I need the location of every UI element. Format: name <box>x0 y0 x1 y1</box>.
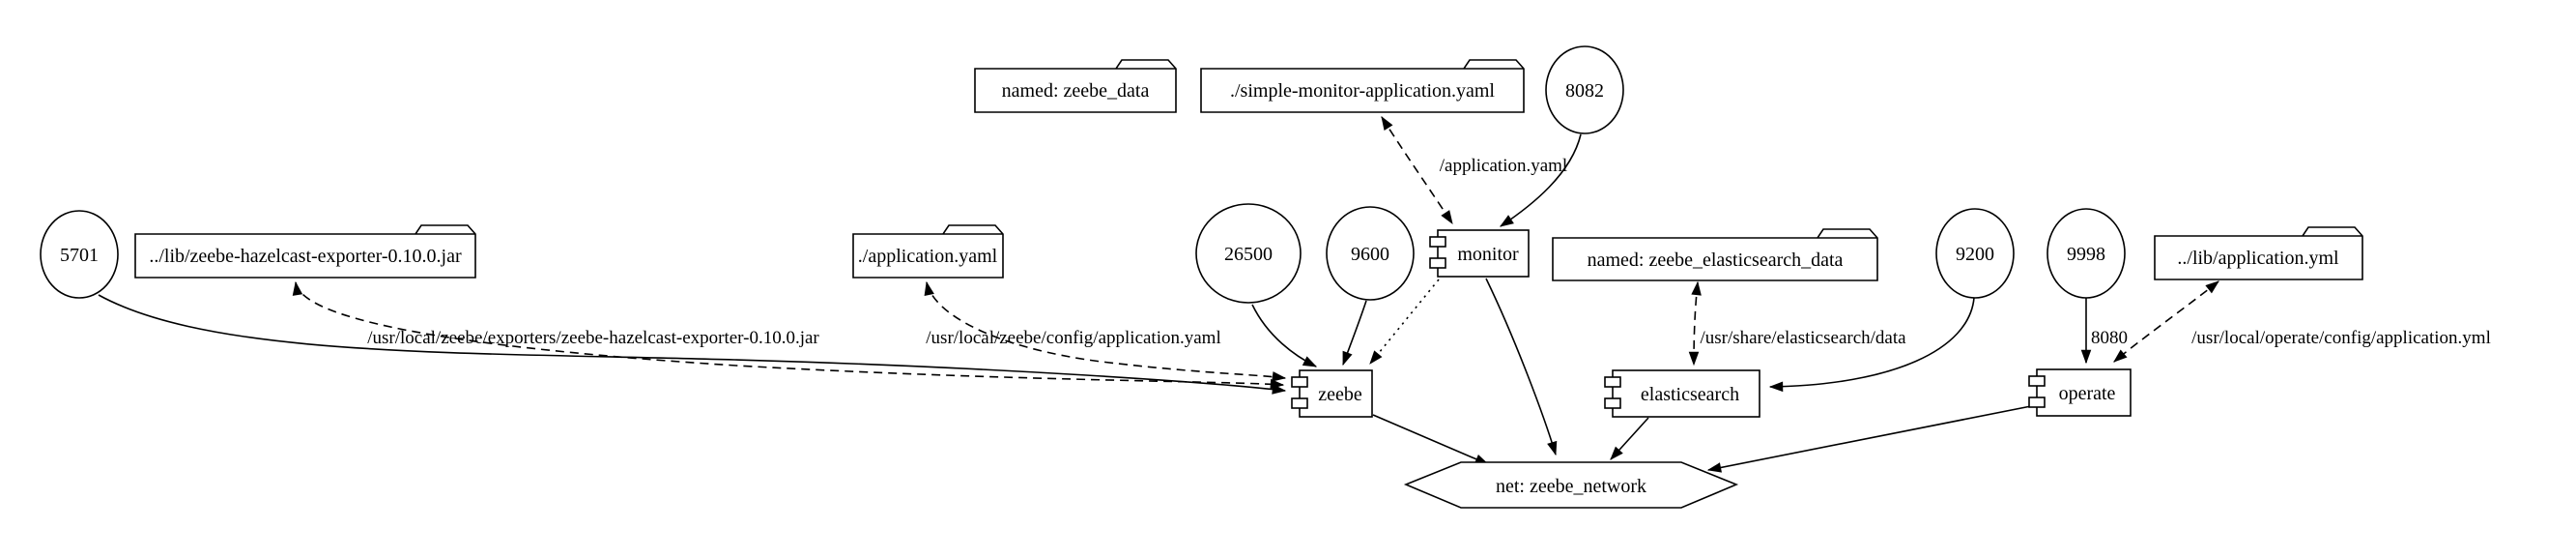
zeebe-label: zeebe <box>1318 384 1362 405</box>
monitor-label: monitor <box>1457 244 1519 265</box>
volume-node-simple-monitor-yaml: ./simple-monitor-application.yaml <box>1200 59 1525 113</box>
simple-monitor-yaml-folder-icon <box>1200 59 1525 113</box>
operate-connector-bottom-icon <box>2028 396 2046 408</box>
port-node-9998: 9998 <box>2046 208 2126 299</box>
port-5701-ellipse <box>40 210 119 299</box>
port-26500-label: 26500 <box>1224 244 1273 265</box>
edge-operate-application-yml <box>2113 280 2219 363</box>
port-8082-ellipse <box>1545 45 1624 134</box>
edge-monitor-network <box>1485 278 1558 456</box>
volume-node-application-yaml: ./application.yaml <box>852 224 1004 279</box>
operate-application-yml-label: ../lib/application.yml <box>2177 248 2339 269</box>
port-8082-label: 8082 <box>1565 80 1604 102</box>
port-9998-ellipse <box>2046 208 2126 299</box>
port-node-8082: 8082 <box>1545 45 1624 134</box>
volume-node-zeebe-elasticsearch-data: named: zeebe_elasticsearch_data <box>1552 228 1878 281</box>
simple-monitor-yaml-label: ./simple-monitor-application.yaml <box>1230 80 1495 102</box>
edge-label-zeebe-exporter-mount: /usr/local/zeebe/exporters/zeebe-hazelca… <box>367 328 819 348</box>
service-node-monitor: monitor <box>1429 229 1530 278</box>
zeebe-elasticsearch-data-label: named: zeebe_elasticsearch_data <box>1588 250 1844 271</box>
application-yaml-label: ./application.yaml <box>858 246 998 267</box>
edge-label-operate-port-mapping: 8080 <box>2091 328 2128 348</box>
monitor-box <box>1437 229 1530 278</box>
zeebe-connector-top-icon <box>1291 376 1308 388</box>
edge-port9600-zeebe <box>1342 300 1367 367</box>
edge-zeebe-exporter-jar <box>292 280 1285 390</box>
network-node-zeebe-network: net: zeebe_network <box>1403 461 1739 509</box>
port-9600-label: 9600 <box>1351 244 1389 265</box>
edge-operate-network <box>1706 404 2037 473</box>
zeebe-elasticsearch-data-folder-icon <box>1552 228 1878 281</box>
edge-monitor-simple-monitor-yaml <box>1381 115 1453 225</box>
edges <box>98 115 2219 473</box>
operate-connector-top-icon <box>2028 375 2046 387</box>
port-node-26500: 26500 <box>1195 203 1302 304</box>
exporter-jar-folder-icon <box>134 224 476 279</box>
port-26500-ellipse <box>1195 203 1302 304</box>
edge-labels: /usr/local/zeebe/exporters/zeebe-hazelca… <box>367 156 2491 348</box>
edge-label-monitor-config-mount: /application.yaml <box>1440 156 1567 176</box>
zeebe-box <box>1299 369 1373 418</box>
port-node-9600: 9600 <box>1326 206 1415 301</box>
elasticsearch-box <box>1612 369 1760 418</box>
elasticsearch-connector-top-icon <box>1604 376 1621 388</box>
volume-node-zeebe-data: named: zeebe_data <box>974 59 1177 113</box>
port-9600-ellipse <box>1326 206 1415 301</box>
elasticsearch-label: elasticsearch <box>1641 384 1739 405</box>
monitor-connector-bottom-icon <box>1429 257 1446 269</box>
edge-port9200-elasticsearch <box>1768 297 1975 393</box>
port-9998-label: 9998 <box>2067 244 2105 265</box>
edge-zeebe-network <box>1372 414 1490 465</box>
exporter-jar-label: ../lib/zeebe-hazelcast-exporter-0.10.0.j… <box>149 246 462 267</box>
operate-label: operate <box>2059 383 2116 404</box>
elasticsearch-connector-bottom-icon <box>1604 397 1621 409</box>
port-5701-label: 5701 <box>60 245 99 266</box>
edge-label-elasticsearch-data-mount: /usr/share/elasticsearch/data <box>1700 328 1906 348</box>
zeebe-data-folder-icon <box>974 59 1177 113</box>
edge-elasticsearch-es-data <box>1688 280 1702 367</box>
edge-port8082-monitor <box>1500 133 1582 227</box>
port-9200-label: 9200 <box>1956 244 1994 265</box>
port-9200-ellipse <box>1935 208 2015 299</box>
monitor-connector-top-icon <box>1429 236 1446 248</box>
application-yaml-folder-icon <box>852 224 1004 279</box>
volume-node-operate-application-yml: ../lib/application.yml <box>2154 226 2363 280</box>
service-node-zeebe: zeebe <box>1291 369 1373 418</box>
edge-label-zeebe-config-mount: /usr/local/zeebe/config/application.yaml <box>926 328 1220 348</box>
zeebe-data-label: named: zeebe_data <box>1002 80 1150 102</box>
zeebe-connector-bottom-icon <box>1291 397 1308 409</box>
edge-elasticsearch-network <box>1610 417 1649 460</box>
zeebe-network-hexagon <box>1403 461 1739 509</box>
service-node-elasticsearch: elasticsearch <box>1604 369 1760 418</box>
port-node-5701: 5701 <box>40 210 119 299</box>
edge-port26500-zeebe <box>1251 304 1318 367</box>
zeebe-network-label: net: zeebe_network <box>1496 476 1646 497</box>
operate-box <box>2036 368 2132 417</box>
edge-label-operate-config-mount: /usr/local/operate/config/application.ym… <box>2191 328 2491 348</box>
volume-node-exporter-jar: ../lib/zeebe-hazelcast-exporter-0.10.0.j… <box>134 224 476 279</box>
port-node-9200: 9200 <box>1935 208 2015 299</box>
service-node-operate: operate <box>2028 368 2132 417</box>
operate-application-yml-folder-icon <box>2154 226 2363 280</box>
edge-zeebe-application-yaml <box>924 280 1287 382</box>
